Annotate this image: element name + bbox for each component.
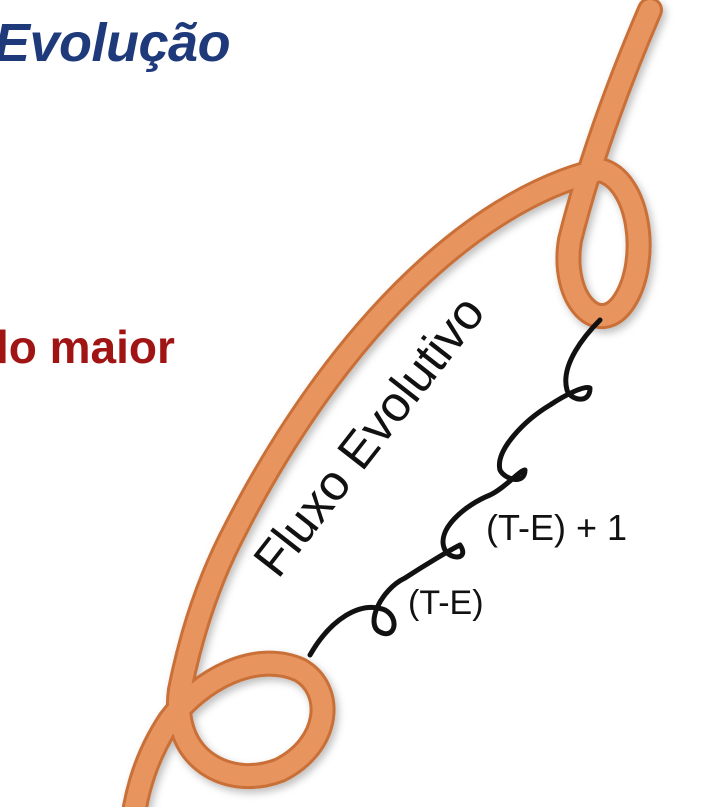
ribbon-body bbox=[125, 0, 660, 807]
page-title: Evolução bbox=[0, 13, 231, 73]
evolution-ribbon bbox=[122, 0, 663, 807]
evolution-coil bbox=[307, 317, 603, 658]
highlight-text: lo maior bbox=[0, 321, 175, 373]
spiral-label-current: (T-E) bbox=[408, 584, 484, 622]
spiral-label-next: (T-E) + 1 bbox=[486, 507, 627, 548]
